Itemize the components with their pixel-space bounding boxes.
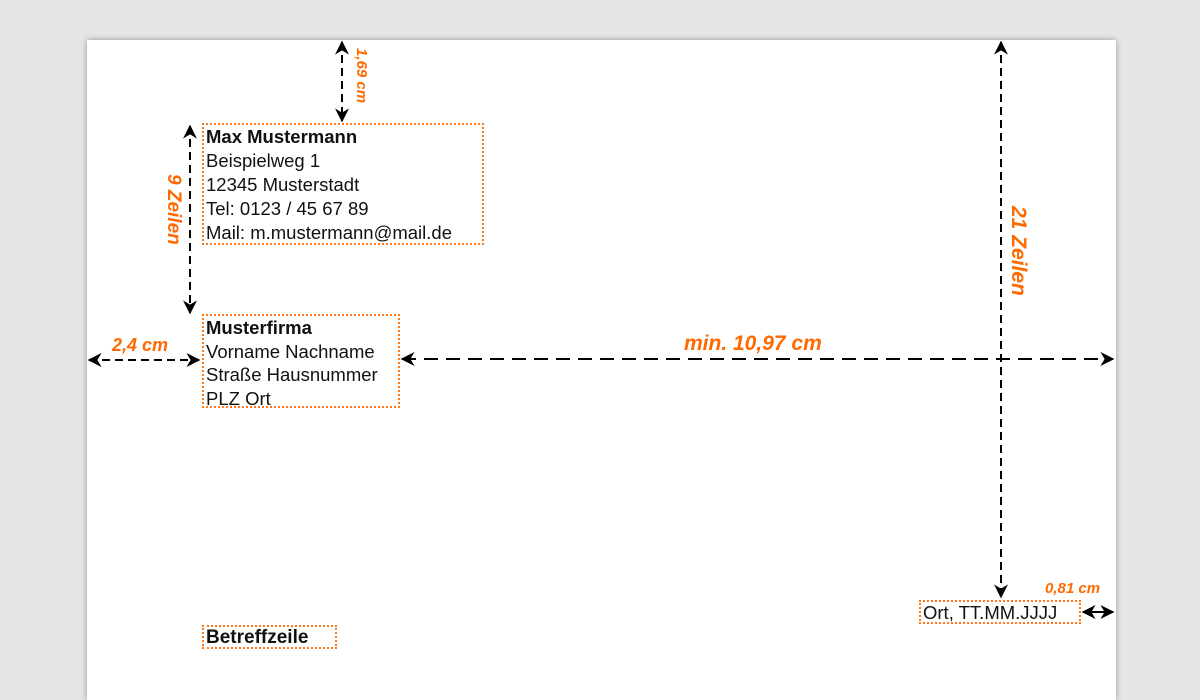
right-margin-label: 0,81 cm bbox=[1045, 580, 1101, 597]
letter-page bbox=[87, 40, 1116, 700]
recipient-address: Musterfirma Vorname Nachname Straße Haus… bbox=[202, 314, 400, 409]
sender-street: Beispielweg 1 bbox=[206, 150, 321, 171]
subject-line: Betreffzeile bbox=[202, 625, 337, 649]
recipient-company: Musterfirma bbox=[206, 317, 312, 338]
left-margin-label: 2,4 cm bbox=[112, 335, 169, 355]
sender-city: 12345 Musterstadt bbox=[206, 174, 360, 195]
recipient-street: Straße Hausnummer bbox=[206, 364, 378, 385]
sender-phone: Tel: 0123 / 45 67 89 bbox=[206, 198, 369, 219]
top-margin-label: 1,69 cm bbox=[353, 48, 370, 104]
recipient-city: PLZ Ort bbox=[206, 387, 271, 409]
sender-name: Max Mustermann bbox=[206, 126, 358, 147]
recipient-name: Vorname Nachname bbox=[206, 340, 375, 362]
gap-label: min. 10,97 cm bbox=[684, 332, 822, 355]
sender-mail: Mail: m.mustermann@mail.de bbox=[206, 222, 452, 243]
dimension-arrows bbox=[87, 40, 1115, 619]
date-lines-label: 21 Zeilen bbox=[1007, 206, 1030, 296]
sender-lines-label: 9 Zeilen bbox=[163, 174, 184, 245]
date-line: Ort, TT.MM.JJJJ bbox=[919, 600, 1081, 624]
sender-address: Max Mustermann Beispielweg 1 12345 Muste… bbox=[202, 123, 484, 245]
